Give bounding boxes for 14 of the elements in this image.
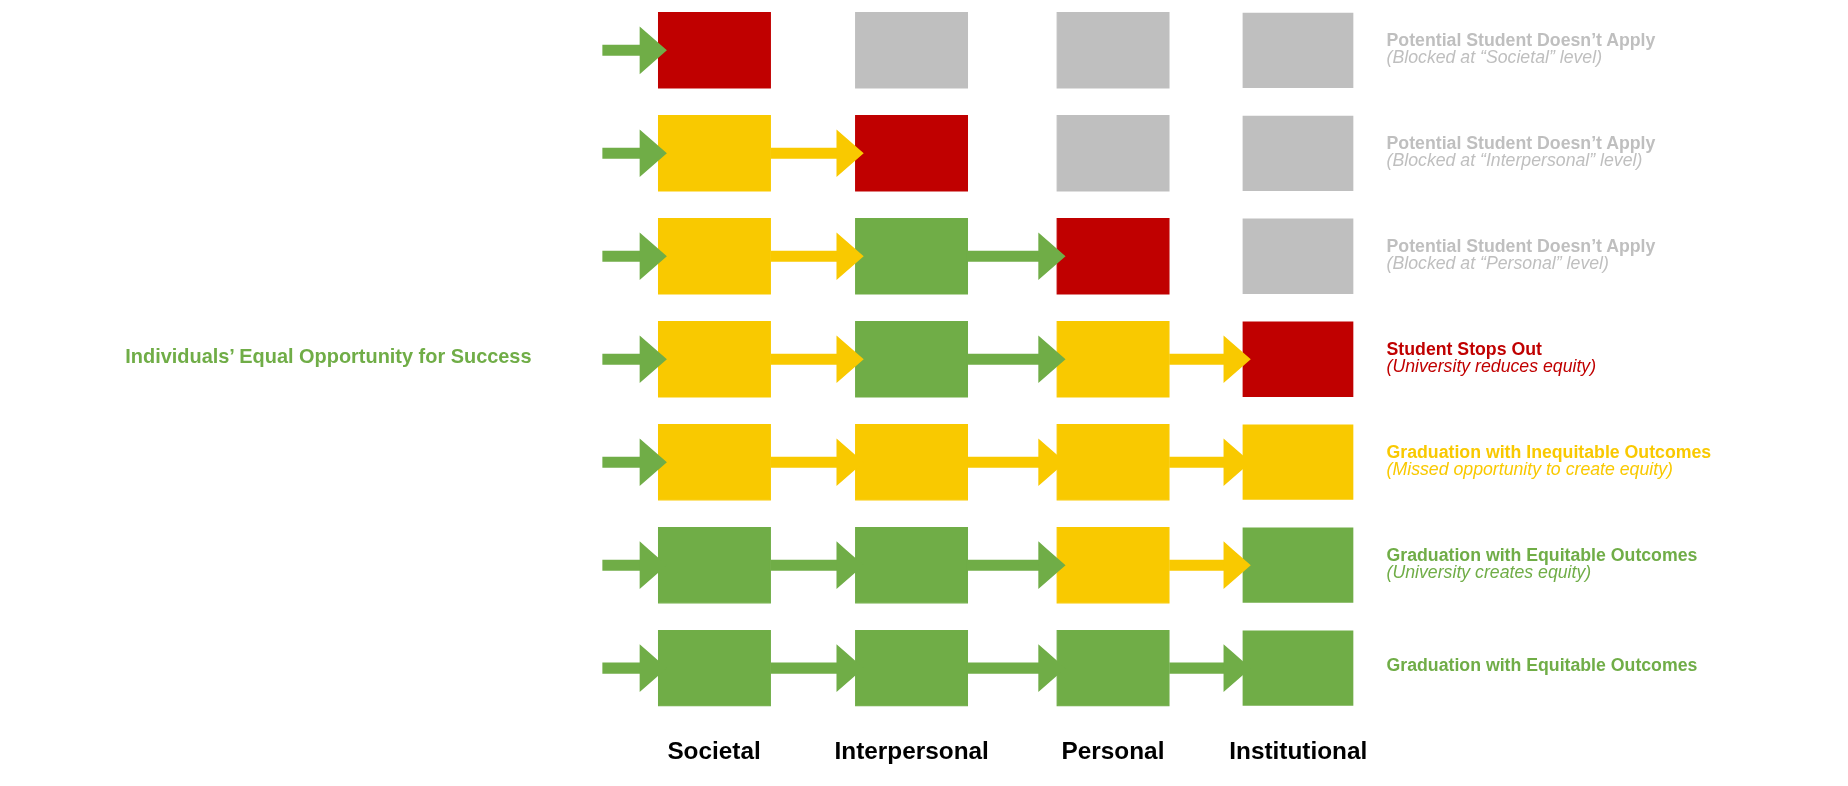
label: Interpersonal <box>834 736 989 764</box>
node-label: Graduation with Equitable Outcomes <box>1386 544 1697 565</box>
node-label: Graduation with Equitable Outcomes <box>1386 655 1697 676</box>
node-label: (Blocked at “Societal” level) <box>1386 47 1602 68</box>
node-label: Potential Student Doesn’t Apply <box>1386 29 1655 50</box>
node-label: Potential Student Doesn’t Apply <box>1386 235 1655 256</box>
node-label: Graduation with Inequitable Outcomes <box>1386 441 1711 462</box>
label: Individuals’ Equal Opportunity for Success <box>124 344 532 367</box>
node-label: Potential Student Doesn’t Apply <box>1386 132 1655 153</box>
node-label: Student Stops Out <box>1386 338 1542 359</box>
label: Institutional <box>1228 736 1367 764</box>
label: Societal <box>666 736 761 764</box>
label: Personal <box>1061 736 1164 764</box>
node-label: (Blocked at “Personal” level) <box>1386 253 1609 274</box>
